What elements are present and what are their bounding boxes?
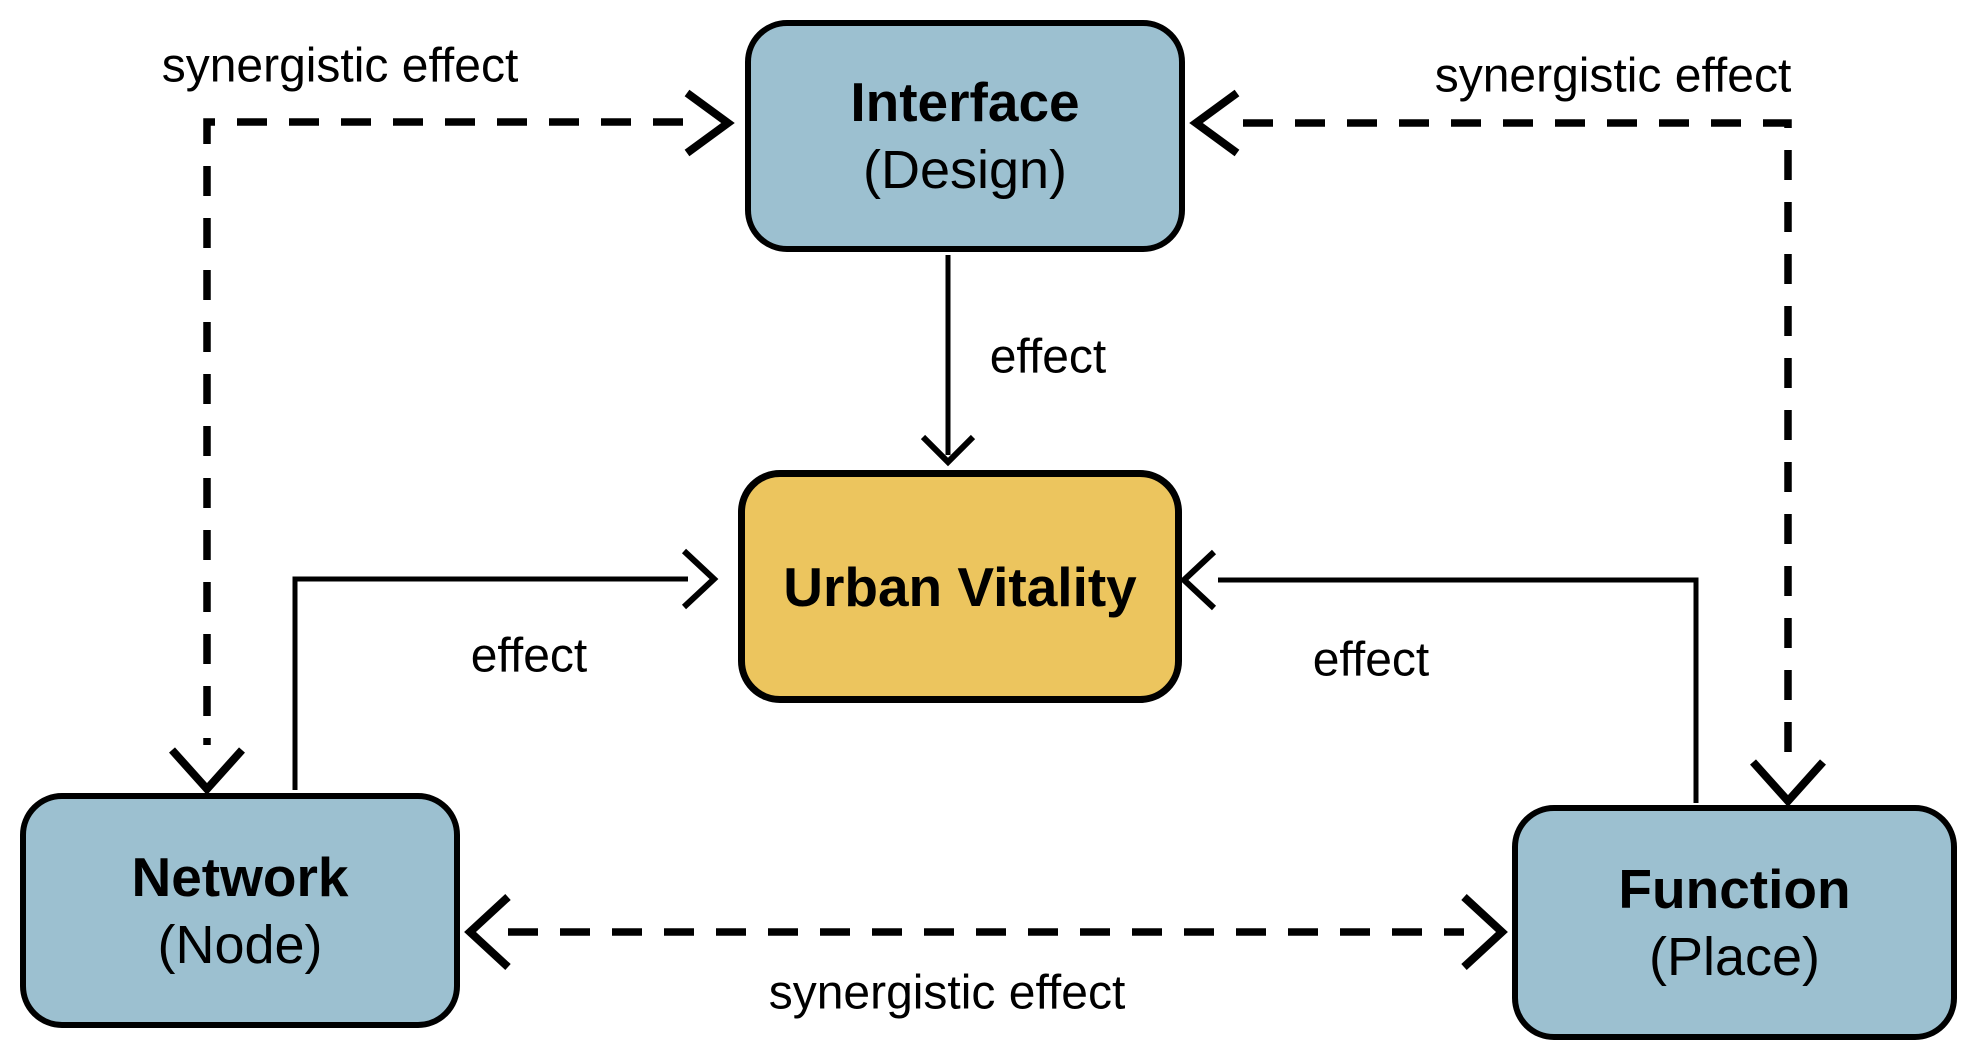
network-interface-synergy-line xyxy=(203,118,683,745)
effect-label-function: effect xyxy=(1312,633,1430,687)
node-interface-title: Interface xyxy=(850,71,1080,133)
interface-to-vitality-arrowhead xyxy=(920,434,976,467)
function-to-vitality-arrowhead xyxy=(1179,549,1217,611)
function-to-vitality-line xyxy=(1218,577,1699,803)
synergistic-effect-label-top-left: synergistic effect xyxy=(161,39,519,93)
node-interface-subtitle: (Design) xyxy=(862,140,1068,200)
interface-function-synergy-line xyxy=(1243,119,1792,752)
node-urban-vitality-title: Urban Vitality xyxy=(783,555,1137,618)
synergy-arrowhead-into-network-top xyxy=(169,747,245,795)
synergy-arrowhead-into-function-left xyxy=(1461,894,1508,970)
effect-label-interface: effect xyxy=(989,330,1107,384)
node-urban-vitality: Urban Vitality xyxy=(738,470,1182,703)
synergy-arrowhead-into-interface-right xyxy=(1189,89,1240,157)
network-to-vitality-arrowhead xyxy=(681,548,719,610)
synergy-arrowhead-into-network-right xyxy=(464,894,511,970)
node-function-title: Function xyxy=(1618,857,1851,920)
node-network-title: Network xyxy=(131,845,349,908)
synergistic-effect-label-top-right: synergistic effect xyxy=(1434,49,1792,103)
node-function-subtitle: (Place) xyxy=(1648,926,1821,987)
synergy-arrowhead-into-function-top xyxy=(1750,759,1826,807)
node-function: Function (Place) xyxy=(1512,805,1957,1040)
network-to-vitality-line xyxy=(292,576,688,790)
node-interface: Interface (Design) xyxy=(745,20,1185,252)
node-network-subtitle: (Node) xyxy=(157,914,323,975)
effect-label-network: effect xyxy=(470,629,588,683)
synergy-arrowhead-into-interface-left xyxy=(684,89,735,157)
synergistic-effect-label-bottom: synergistic effect xyxy=(768,966,1126,1020)
node-network: Network (Node) xyxy=(20,793,460,1028)
